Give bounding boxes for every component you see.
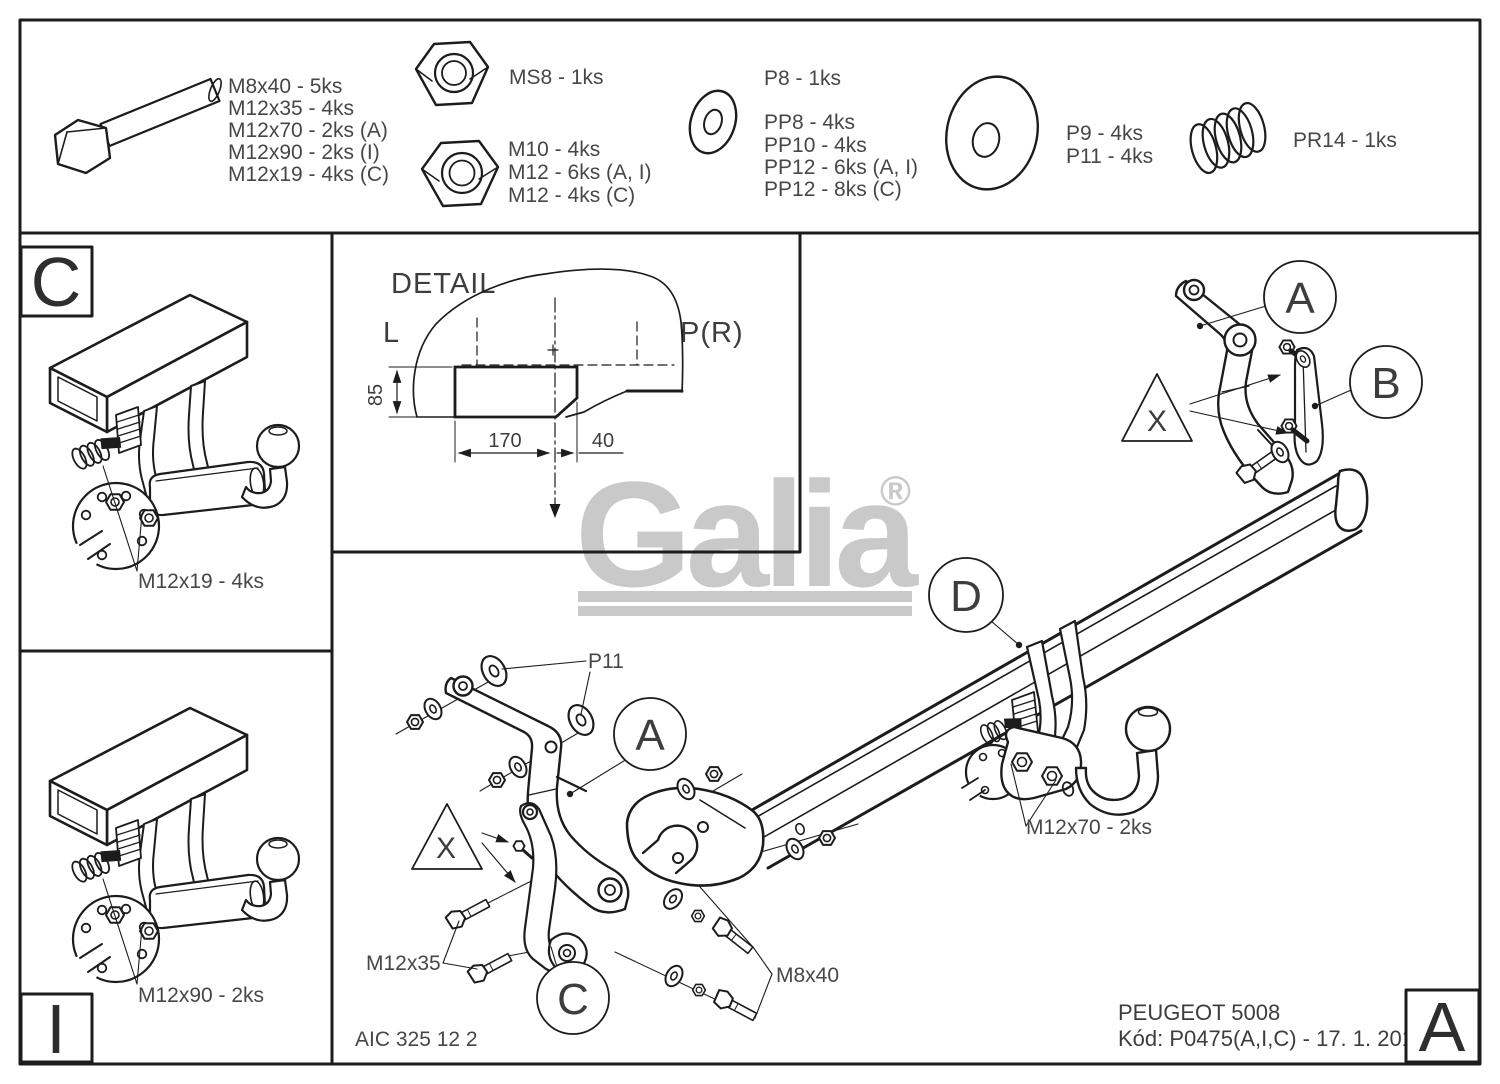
vehicle-model: PEUGEOT 5008 — [1118, 1000, 1280, 1025]
detail-right-label: P(R) — [680, 317, 744, 349]
balloon-c-letter: C — [557, 975, 589, 1024]
main-assembly-drawing — [395, 278, 1369, 1026]
callout-leaders — [442, 305, 1352, 1019]
bolt-row-4: M12x90 - 2ks (I) — [228, 141, 380, 164]
balloon-a-bottom-letter: A — [635, 711, 665, 760]
revision-letter: A — [1419, 988, 1466, 1066]
callout-m8x40: M8x40 — [776, 964, 839, 987]
parts-list-strip: M8x40 - 5ks M12x35 - 4ks M12x70 - 2ks (A… — [53, 40, 1397, 208]
nut-row-3: M12 - 4ks (C) — [508, 184, 635, 207]
link-plate-b — [1278, 339, 1324, 466]
bolt-row-2: M12x35 - 4ks — [228, 97, 354, 120]
callout-m12x35: M12x35 — [366, 952, 441, 975]
balloon-d — [928, 557, 1004, 633]
washer-p9-label: P9 - 4ks — [1066, 122, 1143, 145]
kit-code-date: Kód: P0475(A,I,C) - 17. 1. 2018 — [1118, 1026, 1426, 1051]
galia-watermark: Galia ® — [575, 450, 925, 618]
lock-nut-icon — [414, 40, 490, 107]
dim-170: 170 — [488, 430, 521, 452]
weld-triangle-bottom — [411, 803, 483, 870]
watermark-bar — [578, 591, 912, 602]
callout-m12x70: M12x70 - 2ks — [1026, 816, 1152, 839]
bumper-outline — [412, 268, 684, 418]
washer-row-4: PP12 - 8ks (C) — [764, 178, 902, 201]
bolt-row-1: M8x40 - 5ks — [228, 75, 342, 98]
balloon-a-bottom — [613, 697, 687, 771]
frame-lines — [18, 18, 1482, 1066]
washer-p8-label: P8 - 1ks — [764, 67, 841, 90]
panel-i-letter: I — [46, 990, 65, 1068]
washer-row-2: PP10 - 4ks — [764, 134, 867, 157]
spring-label: PR14 - 1ks — [1293, 129, 1397, 152]
weld-x-top: X — [1147, 405, 1167, 438]
balloon-a-top-letter: A — [1285, 274, 1315, 323]
balloon-d-letter: D — [950, 572, 982, 621]
nut-row-2: M12 - 6ks (A, I) — [508, 161, 652, 184]
nut-row-1: M10 - 4ks — [508, 138, 600, 161]
doc-number: AIC 325 12 2 — [355, 1028, 478, 1051]
hex-bolt-icon — [53, 77, 222, 175]
crossbar — [747, 468, 1369, 870]
washer-p11-label: P11 - 4ks — [1066, 145, 1153, 168]
weld-x-bottom: X — [436, 832, 456, 865]
dim-40: 40 — [592, 430, 614, 452]
balloon-b-letter: B — [1371, 359, 1400, 408]
washer-row-3: PP12 - 6ks (A, I) — [764, 156, 918, 179]
bolt-row-5: M12x19 - 4ks (C) — [228, 163, 389, 186]
side-bracket-a-right — [1174, 278, 1294, 495]
detail-inset: DETAIL L P(R) 85 170 40 — [365, 268, 744, 518]
ball-mount-assembly — [960, 619, 1172, 816]
balloon-c — [536, 961, 610, 1035]
bar-end-plate — [625, 786, 765, 887]
nut-icon — [420, 139, 500, 208]
big-washer-icon-strip — [945, 75, 1039, 191]
panel-c-drawing: M12x19 - 4ks — [48, 293, 301, 593]
watermark-text: Galia — [575, 450, 919, 618]
panel-i-drawing: M12x90 - 2ks — [48, 706, 301, 1007]
balloon-b — [1349, 345, 1423, 419]
washer-row-1: PP8 - 4ks — [764, 111, 855, 134]
panel-c-letter: C — [31, 243, 82, 321]
watermark-registered-icon: ® — [880, 467, 911, 514]
lock-nut-label: MS8 - 1ks — [509, 66, 604, 89]
panel-i-letter-box — [19, 992, 94, 1064]
detail-title: DETAIL — [391, 268, 496, 300]
small-washer-icon — [688, 89, 738, 155]
panel-i-callout: M12x90 - 2ks — [138, 984, 264, 1007]
outer-border — [18, 18, 1482, 1066]
side-bracket-a-left — [444, 675, 630, 914]
balloon-a-top — [1263, 260, 1337, 334]
dim-85: 85 — [365, 384, 387, 406]
cut-section — [453, 365, 579, 419]
balloons: A B D A C X X — [411, 260, 1423, 1035]
panel-c-letter-box — [19, 245, 94, 318]
revision-letter-box — [1404, 988, 1481, 1064]
watermark-bar — [578, 606, 912, 616]
bolt-row-3: M12x70 - 2ks (A) — [228, 119, 388, 142]
down-arrow — [549, 504, 561, 518]
detail-left-label: L — [383, 317, 400, 349]
spring-icon — [1189, 101, 1267, 175]
callout-p11: P11 — [588, 650, 624, 673]
tow-ball — [1124, 705, 1172, 753]
panel-c-callout: M12x19 - 4ks — [138, 570, 264, 593]
detail-box-border — [330, 231, 802, 554]
weld-triangle-top — [1121, 373, 1193, 442]
